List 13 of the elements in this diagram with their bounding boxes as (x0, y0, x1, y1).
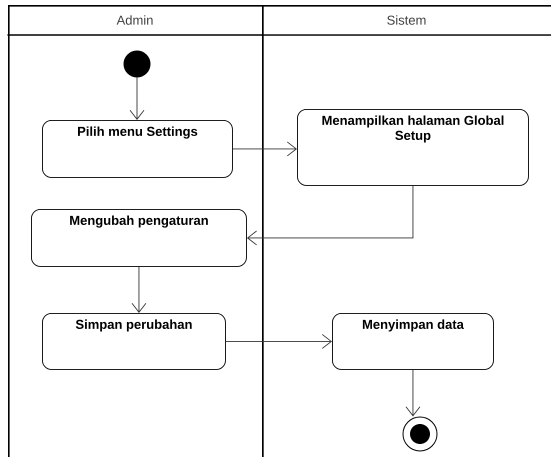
action-box: Mengubah pengaturan (31, 209, 247, 267)
action-box: Simpan perubahan (42, 313, 226, 370)
action-box: Menyimpan data (332, 313, 494, 370)
final-node (402, 416, 438, 452)
arrow (225, 334, 332, 349)
action-box: Menampilkan halaman Global Setup (297, 109, 529, 186)
arrow (130, 77, 144, 120)
arrow (132, 266, 146, 313)
initial-node (124, 50, 150, 78)
arrow (246, 185, 414, 246)
action-box: Pilih menu Settings (42, 120, 233, 178)
arrow (232, 142, 297, 156)
arrow (406, 369, 420, 416)
